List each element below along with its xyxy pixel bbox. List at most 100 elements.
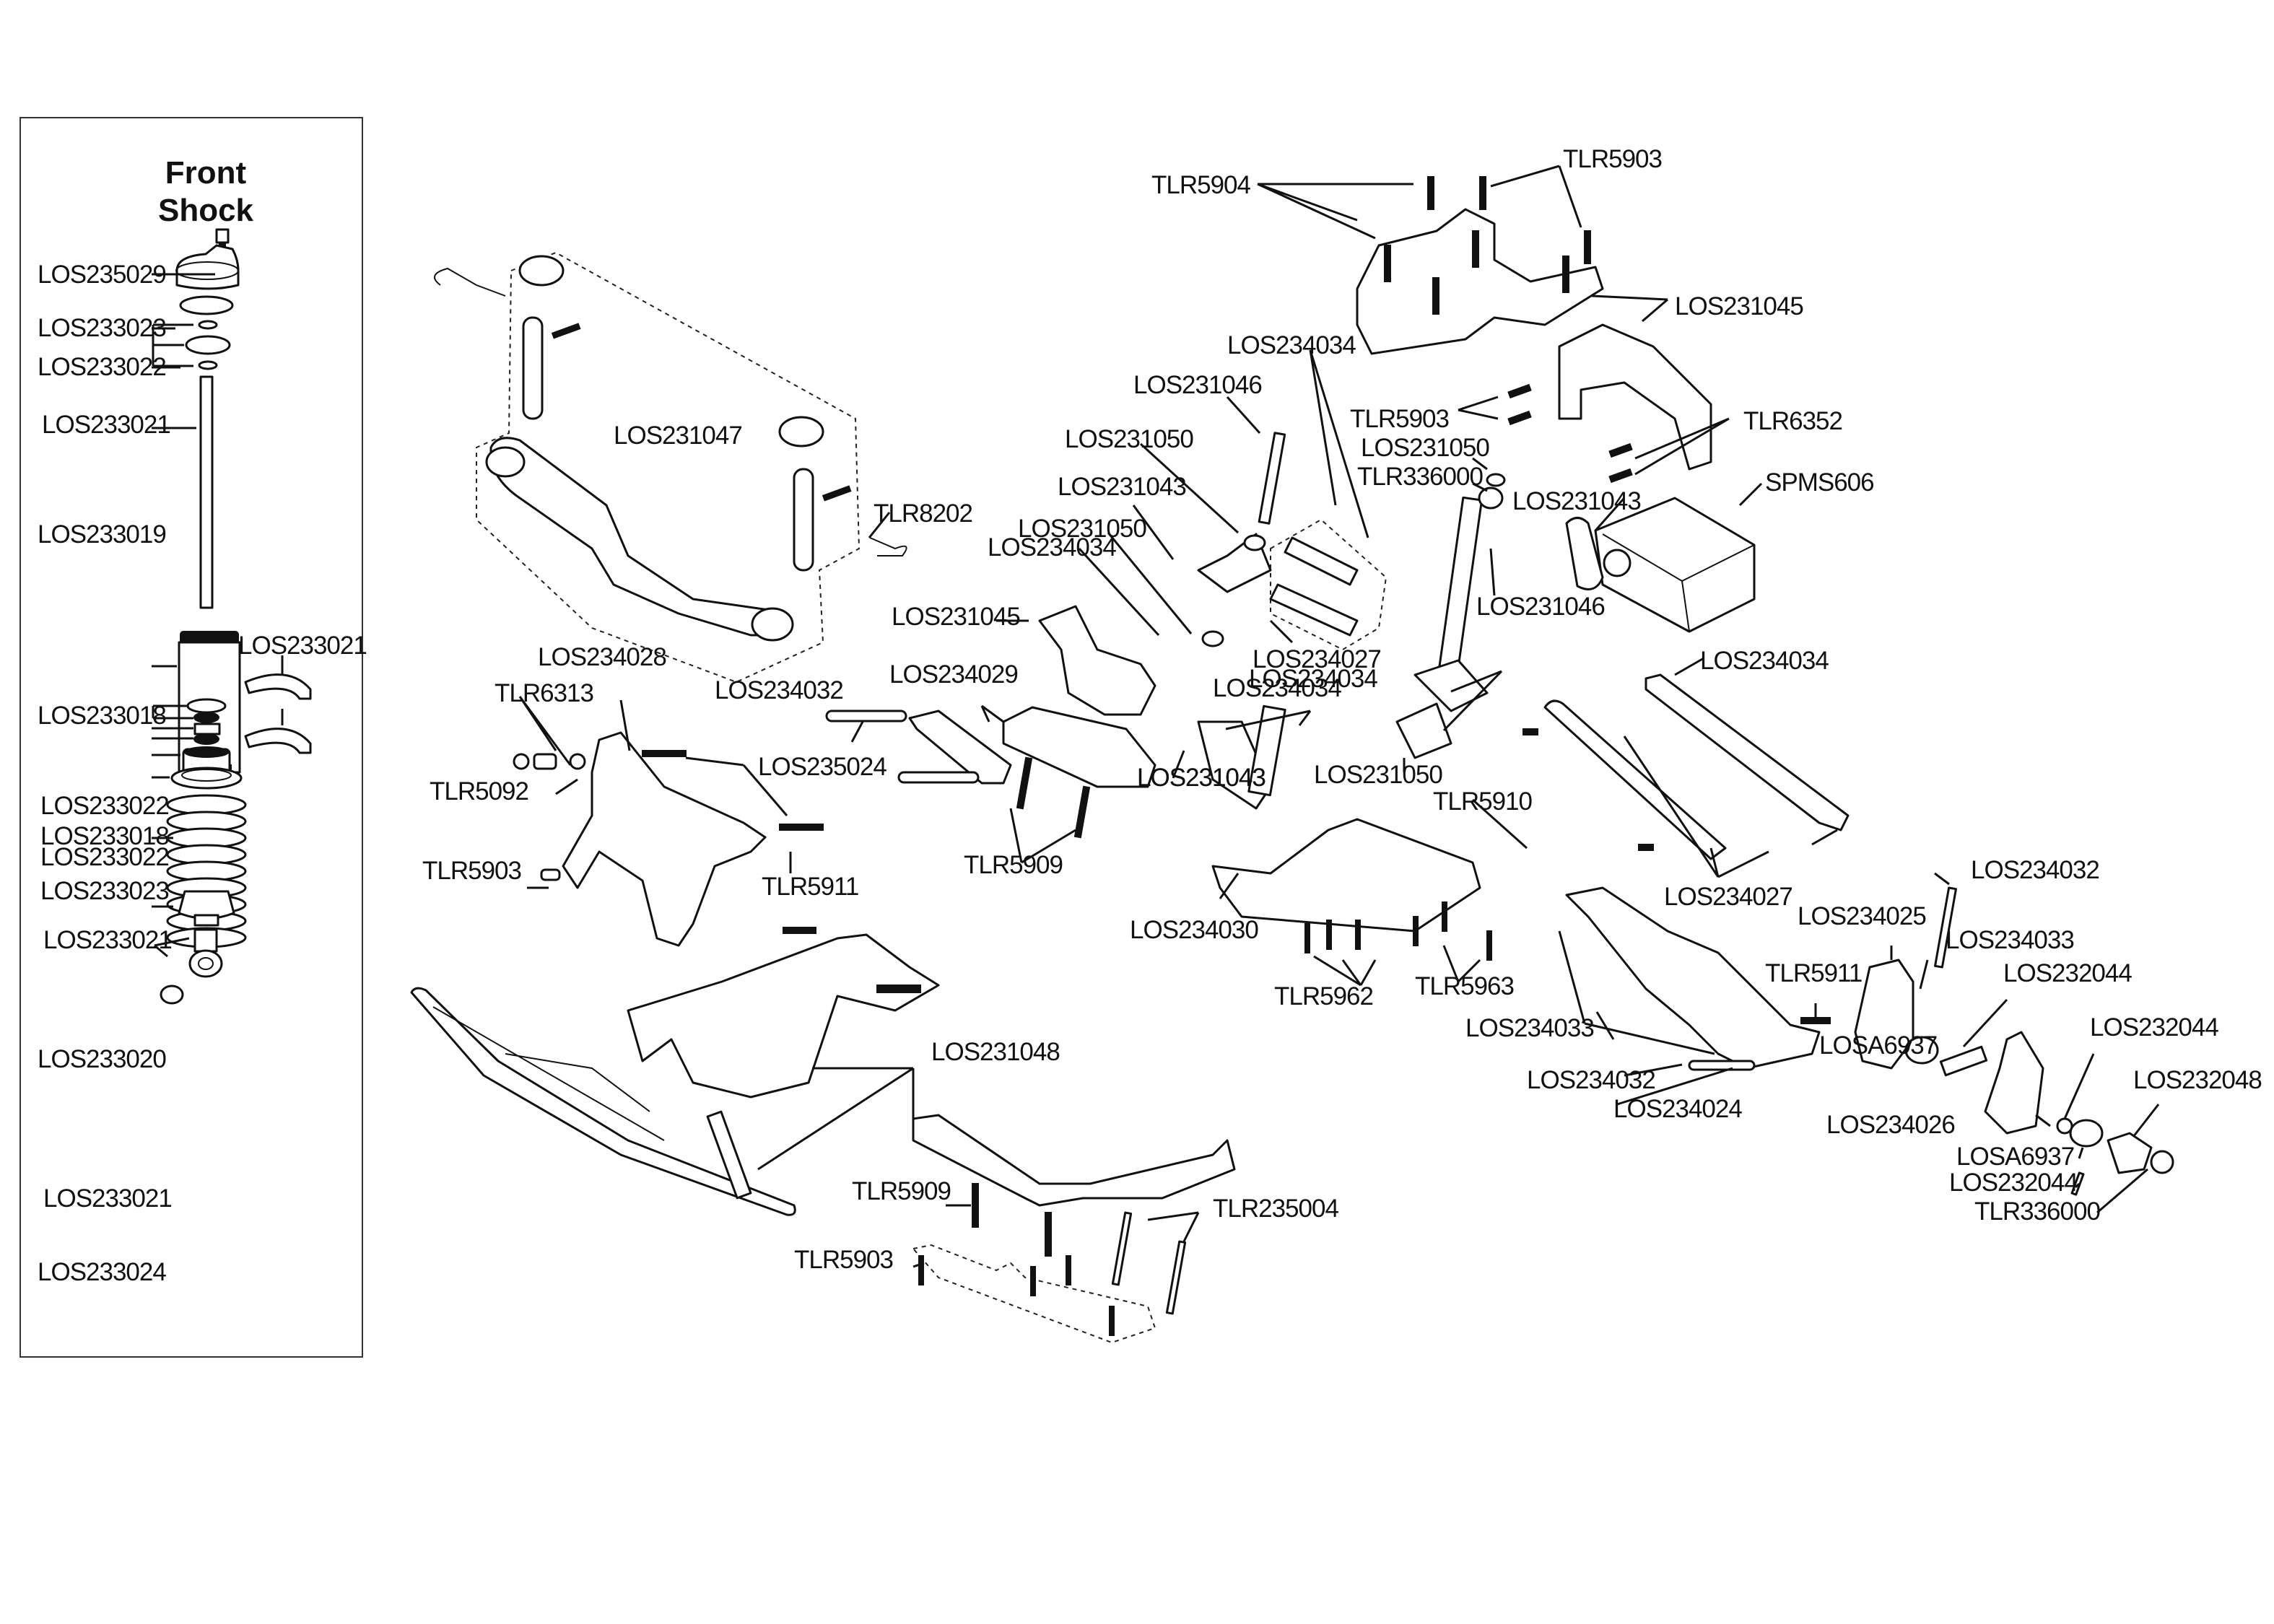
part-number-label: LOS233023	[40, 877, 169, 905]
part-number-label: LOS232044	[2090, 1013, 2218, 1042]
shock-panel-border	[19, 117, 363, 1358]
body-washer-right	[778, 416, 824, 448]
body-washer-left	[518, 255, 565, 287]
part-number-label: TLR5911	[1765, 959, 1862, 987]
shock-spacer	[193, 722, 221, 735]
top-chassis-brace	[1356, 176, 1604, 355]
part-number-label: LOS233022	[40, 843, 169, 871]
steering-links	[1522, 673, 1850, 860]
shock-seal-1	[193, 712, 219, 723]
spring-cup	[170, 767, 243, 790]
body-post-right	[793, 468, 814, 572]
part-number-label: LOS234029	[889, 660, 1018, 689]
shock-piston-set	[185, 320, 231, 370]
part-number-label: LOS235029	[38, 261, 166, 289]
part-number-label: LOS234028	[538, 643, 666, 671]
part-number-label: LOS231043	[1058, 473, 1186, 501]
part-number-label: TLR5962	[1274, 982, 1373, 1010]
part-number-label: TLR336000	[1357, 463, 1483, 491]
part-number-label: SPMS606	[1765, 468, 1874, 497]
body-post-left	[522, 316, 544, 420]
leader-lines	[152, 165, 2160, 1268]
front-bumper-and-brace	[410, 927, 940, 1216]
servo-saver	[1437, 473, 1506, 673]
body-clip-left	[434, 267, 506, 297]
part-number-label: LOS233021	[43, 926, 172, 954]
part-number-label: LOS233022	[40, 792, 169, 820]
part-number-label: LOS234032	[1971, 856, 2099, 884]
part-number-label: TLR6352	[1743, 407, 1842, 435]
servo-mount	[1507, 323, 1712, 484]
part-number-label: LOSA6937	[1956, 1143, 2074, 1171]
part-number-label: LOS234026	[1826, 1111, 1955, 1139]
shock-cap	[175, 244, 240, 290]
part-number-label: LOS231046	[1133, 371, 1262, 399]
part-number-label: LOS234034	[1700, 647, 1829, 675]
part-number-label: LOS232044	[1949, 1169, 2078, 1197]
shock-part-labels: LOS235029LOS233023LOS233022LOS233021LOS2…	[38, 261, 367, 1286]
part-number-label: TLR5904	[1151, 171, 1251, 199]
part-number-label: LOS234034	[1249, 665, 1377, 693]
part-number-label: LOS235024	[758, 753, 886, 781]
shock-o-ring	[179, 295, 234, 315]
part-number-label: LOS233024	[38, 1258, 166, 1286]
part-number-label: LOS231043	[1137, 764, 1265, 792]
part-number-label: LOS231050	[1314, 761, 1442, 789]
part-number-label: TLR5911	[762, 873, 858, 901]
part-number-label: LOS233019	[38, 520, 166, 549]
part-number-label: TLR6313	[495, 679, 593, 707]
shock-o-ring-2	[186, 698, 227, 714]
part-number-label: LOSA6937	[1819, 1031, 1937, 1060]
part-number-label: TLR5963	[1415, 972, 1514, 1000]
part-number-label: TLR5903	[1350, 405, 1449, 433]
front-bulkhead-parts	[825, 605, 1156, 839]
front-arm	[1565, 886, 1831, 1071]
body-mount-bar	[489, 437, 780, 637]
part-number-label: LOS231043	[1137, 764, 1265, 792]
shock-tower	[513, 731, 824, 947]
part-number-label: LOS234024	[1613, 1095, 1742, 1123]
part-number-label: LOS231043	[1512, 487, 1641, 515]
part-number-label: TLR235004	[1213, 1195, 1338, 1223]
part-number-label: LOS234034	[1227, 331, 1356, 359]
part-number-label: LOS233021	[43, 1184, 172, 1213]
part-number-label: LOS233021	[238, 632, 367, 660]
part-labels: TLR5904TLR5903LOS231045LOS234034LOS23104…	[422, 145, 2262, 1274]
part-number-label: LOS234027	[1664, 883, 1792, 911]
part-number-label: LOS234034	[988, 533, 1116, 562]
lower-spring-cup	[178, 890, 235, 927]
part-number-label: TLR5903	[422, 857, 521, 885]
servo-horn	[1565, 517, 1604, 590]
part-number-label: LOS231050	[1065, 425, 1193, 453]
front-skid-plate	[912, 1114, 1236, 1344]
part-number-label: TLR5092	[430, 777, 528, 806]
part-number-label: LOS232048	[2133, 1066, 2262, 1094]
part-number-label: LOS234033	[1946, 926, 2074, 954]
part-number-label: LOS233020	[38, 1045, 166, 1073]
part-number-label: LOS231045	[892, 603, 1020, 631]
steering-bellcranks	[1197, 432, 1489, 810]
part-number-label: TLR5903	[1563, 145, 1662, 173]
shock-seal-2	[193, 733, 219, 745]
part-number-label: TLR5910	[1433, 787, 1533, 816]
part-number-label: LOS231050	[1361, 434, 1489, 462]
part-number-label: LOS234032	[715, 676, 843, 704]
part-number-label: LOS234027	[1253, 645, 1381, 673]
body-clip-right	[869, 537, 907, 556]
part-number-label: LOS233022	[38, 353, 166, 381]
part-number-label: TLR5909	[964, 851, 1063, 879]
part-number-label: LOS232044	[2003, 959, 2132, 987]
part-number-label: LOS233018	[40, 822, 169, 850]
part-number-label: LOS233018	[38, 702, 166, 730]
part-number-label: TLR5909	[852, 1177, 951, 1205]
part-number-label: LOS231046	[1476, 593, 1605, 621]
part-number-label: LOS234025	[1798, 902, 1926, 930]
shock-rod-end	[160, 928, 223, 1005]
part-number-label: LOS231045	[1675, 292, 1803, 320]
part-number-label: TLR336000	[1974, 1197, 2100, 1226]
part-number-label: LOS231047	[614, 422, 742, 450]
part-number-label: LOS234030	[1130, 916, 1258, 944]
shock-shaft	[199, 375, 214, 609]
part-number-label: LOS234033	[1465, 1014, 1594, 1042]
